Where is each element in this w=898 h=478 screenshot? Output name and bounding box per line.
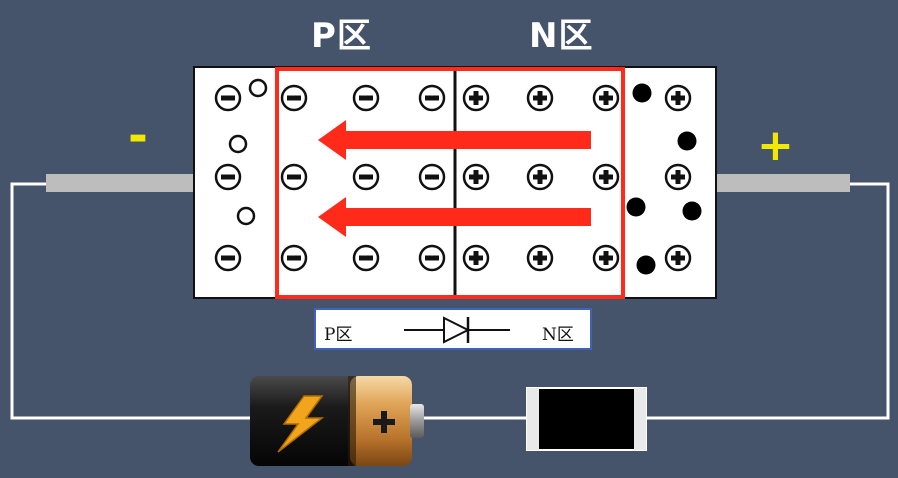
n-region-label: N区 <box>529 16 594 56</box>
lightning-bolt-icon <box>277 395 325 453</box>
positive-ions <box>462 84 692 272</box>
positive-ion-icon <box>664 84 692 112</box>
negative-ion-icon <box>418 163 446 191</box>
negative-ion-icon <box>280 244 308 272</box>
battery-icon <box>250 376 424 466</box>
negative-ion-icon <box>418 244 446 272</box>
negative-ion-icon <box>352 163 380 191</box>
hole-icon <box>228 134 248 154</box>
electron-icon <box>636 255 656 275</box>
positive-ion-icon <box>462 244 490 272</box>
left-lead <box>46 174 194 192</box>
depletion-region-border <box>275 67 625 299</box>
electric-field-arrow <box>318 120 591 160</box>
electron-icon <box>682 201 702 221</box>
negative-ion-icon <box>352 244 380 272</box>
negative-ion-icon <box>214 244 242 272</box>
negative-ion-icon <box>280 84 308 112</box>
positive-ion-icon <box>592 84 620 112</box>
right-lead <box>716 174 850 192</box>
positive-ion-icon <box>462 84 490 112</box>
p-region-label: P区 <box>311 16 372 56</box>
positive-ion-icon <box>592 163 620 191</box>
positive-ion-icon <box>462 163 490 191</box>
component-body <box>526 387 647 451</box>
positive-ion-icon <box>592 244 620 272</box>
negative-ion-icon <box>280 163 308 191</box>
negative-ion-icon <box>214 84 242 112</box>
hole-icon <box>236 206 256 226</box>
negative-ion-icon <box>352 84 380 112</box>
electron-icon <box>626 197 646 217</box>
hole-icon <box>248 78 268 98</box>
positive-ion-icon <box>664 244 692 272</box>
diode-symbol-icon <box>404 316 510 344</box>
electrons <box>626 83 702 275</box>
battery-plus-icon <box>373 411 395 433</box>
diode-legend: P区 N区 <box>314 308 592 350</box>
positive-ion-icon <box>526 84 554 112</box>
holes <box>228 78 268 226</box>
electron-icon <box>632 83 652 103</box>
positive-ion-icon <box>526 244 554 272</box>
legend-p-label: P区 <box>324 325 353 345</box>
negative-ion-icon <box>214 163 242 191</box>
electron-icon <box>677 131 697 151</box>
legend-n-label: N区 <box>542 325 574 345</box>
electric-field-arrow <box>318 197 591 237</box>
negative-terminal-sign: - <box>128 108 148 164</box>
positive-terminal-sign: + <box>757 120 794 171</box>
circuit-wire <box>10 182 890 420</box>
positive-ion-icon <box>664 163 692 191</box>
positive-ion-icon <box>526 163 554 191</box>
negative-ions <box>214 84 446 272</box>
negative-ion-icon <box>418 84 446 112</box>
